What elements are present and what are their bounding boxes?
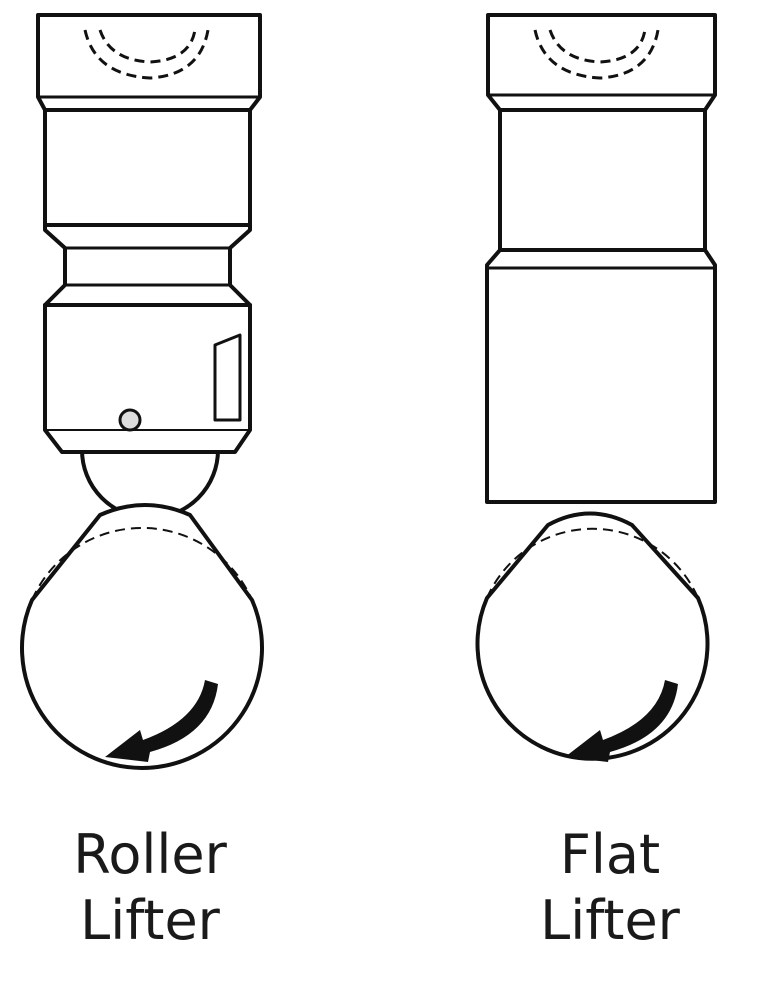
flat-lifter-label-line2: Lifter [540,889,680,952]
roller-lifter-label-line1: Roller [73,823,227,886]
roller-lifter-label: Roller Lifter [20,822,280,954]
roller-lifter-label-line2: Lifter [80,889,220,952]
roller-lifter-pin [118,408,142,432]
roller-lifter-cap-marks [83,29,210,80]
flat-lifter-lower-body [485,248,717,504]
flat-lifter-label-line1: Flat [559,823,661,886]
flat-lifter [475,13,717,762]
rotation-arrow-icon [565,680,678,762]
roller-lifter [20,13,264,770]
roller-lifter-body [43,108,252,227]
rotation-arrow-icon [105,680,218,762]
flat-lifter-cap-marks [533,29,660,80]
flat-cam-lobe [475,511,710,761]
flat-lifter-body [498,108,707,252]
flat-cam-base-circle-dashed [486,527,699,599]
flat-lifter-label: Flat Lifter [480,822,740,954]
roller-cam-lobe [20,503,264,770]
roller-cam-base-circle-dashed [31,527,253,601]
roller-lifter-slot [213,333,242,422]
roller-lifter-neck [43,223,252,307]
